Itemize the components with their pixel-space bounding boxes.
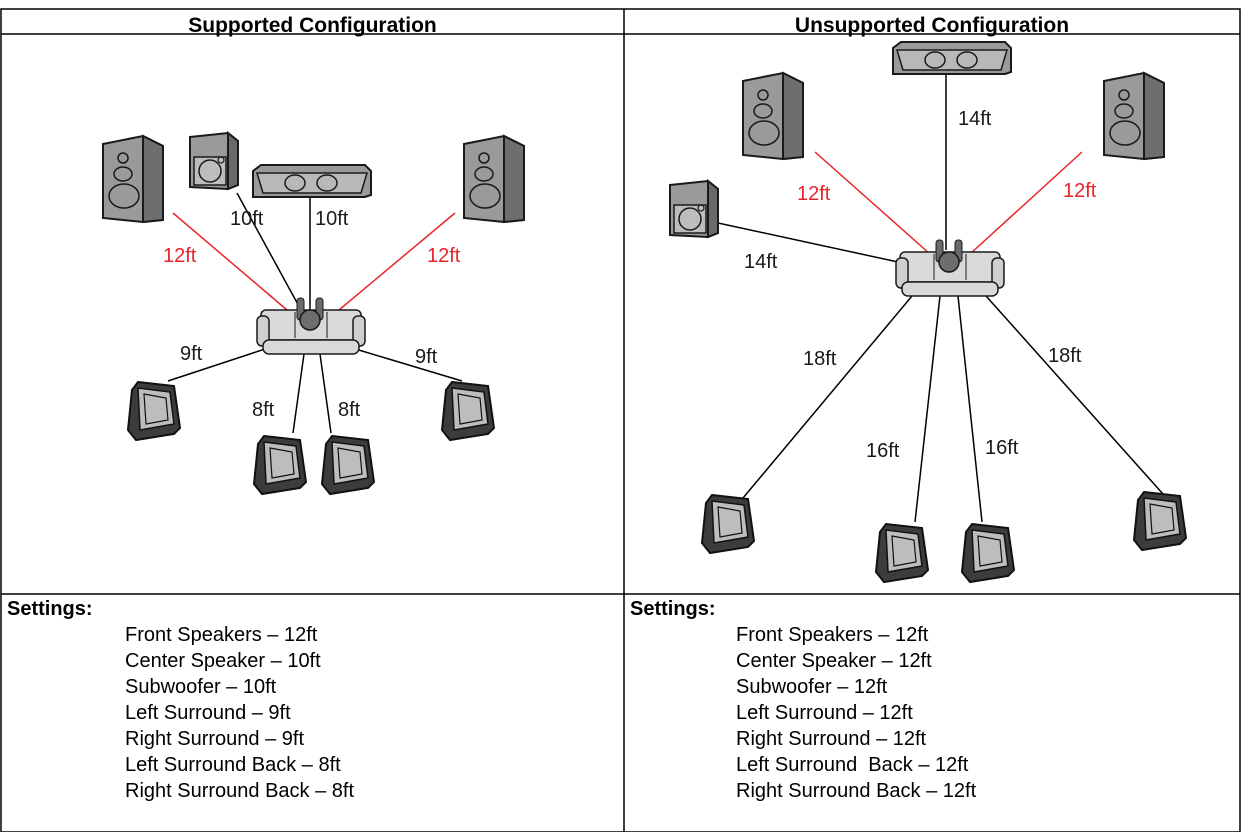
front-speaker-lines-right	[814, 151, 1083, 255]
label-front-left-distance: 12ft	[163, 245, 197, 267]
sofa-listener-icon-right	[895, 239, 1005, 297]
distance-lines-right	[717, 72, 1164, 523]
settings-item: Left Surround – 9ft	[125, 702, 291, 724]
settings-item: Center Speaker – 10ft	[125, 650, 321, 672]
label-surround-right-distance: 9ft	[415, 346, 438, 368]
settings-item: Front Speakers – 12ft	[736, 624, 929, 646]
unsupported-diagram: 14ft 12ft 12ft 14ft 18ft 18ft 16ft 16ft	[669, 41, 1187, 583]
label-front-left-distance-right: 12ft	[797, 183, 831, 205]
settings-item: Right Surround – 9ft	[125, 728, 304, 750]
back-right-speaker-icon-right	[961, 523, 1015, 583]
front-left-speaker-icon-right	[742, 72, 804, 160]
settings-item: Left Surround – 12ft	[736, 702, 913, 724]
sofa-listener-icon	[256, 297, 366, 355]
settings-item: Subwoofer – 10ft	[125, 676, 277, 698]
settings-item: Left Surround Back – 12ft	[736, 754, 969, 776]
label-center-distance-right: 14ft	[958, 108, 992, 130]
settings-item: Front Speakers – 12ft	[125, 624, 318, 646]
supported-title: Supported Configuration	[188, 14, 437, 37]
label-back-right-distance: 8ft	[338, 399, 361, 421]
settings-heading: Settings:	[7, 598, 93, 620]
label-surround-right-distance-right: 18ft	[1048, 345, 1082, 367]
front-right-speaker-icon-right	[1103, 72, 1165, 160]
center-speaker-icon-right	[892, 41, 1012, 75]
table-grid	[0, 8, 1241, 832]
label-back-left-distance: 8ft	[252, 399, 275, 421]
settings-item: Right Surround Back – 12ft	[736, 780, 977, 802]
unsupported-title: Unsupported Configuration	[794, 14, 1070, 37]
label-surround-left-distance-right: 18ft	[803, 348, 837, 370]
back-right-speaker-icon	[321, 435, 375, 495]
distance-lines	[167, 192, 463, 434]
settings-item: Subwoofer – 12ft	[736, 676, 888, 698]
surround-left-speaker-icon	[127, 381, 181, 441]
settings-heading: Settings:	[630, 598, 716, 620]
subwoofer-icon	[189, 132, 239, 190]
label-surround-left-distance: 9ft	[180, 343, 203, 365]
front-right-speaker-icon	[463, 135, 525, 223]
surround-left-speaker-icon-right	[701, 494, 755, 554]
surround-right-speaker-icon-right	[1133, 491, 1187, 551]
unsupported-settings: Settings: Front Speakers – 12ft Center S…	[630, 596, 976, 804]
back-left-speaker-icon	[253, 435, 307, 495]
label-front-right-distance: 12ft	[427, 245, 461, 267]
front-speaker-lines	[172, 212, 456, 311]
label-back-right-distance-right: 16ft	[985, 437, 1019, 459]
center-speaker-icon	[252, 164, 372, 198]
label-back-left-distance-right: 16ft	[866, 440, 900, 462]
back-left-speaker-icon-right	[875, 523, 929, 583]
surround-right-speaker-icon	[441, 381, 495, 441]
subwoofer-icon-right	[669, 180, 719, 238]
front-left-speaker-icon	[102, 135, 164, 223]
settings-item: Right Surround – 12ft	[736, 728, 927, 750]
supported-diagram: 10ft 10ft 12ft 12ft 9ft 9ft 8ft 8ft	[102, 132, 525, 495]
label-front-right-distance-right: 12ft	[1063, 180, 1097, 202]
label-subwoofer-distance: 10ft	[230, 208, 264, 230]
label-subwoofer-distance-right: 14ft	[744, 251, 778, 273]
label-center-distance: 10ft	[315, 208, 349, 230]
settings-item: Center Speaker – 12ft	[736, 650, 932, 672]
settings-item: Right Surround Back – 8ft	[125, 780, 355, 802]
supported-settings: Settings: Front Speakers – 12ft Center S…	[7, 596, 354, 804]
settings-item: Left Surround Back – 8ft	[125, 754, 341, 776]
